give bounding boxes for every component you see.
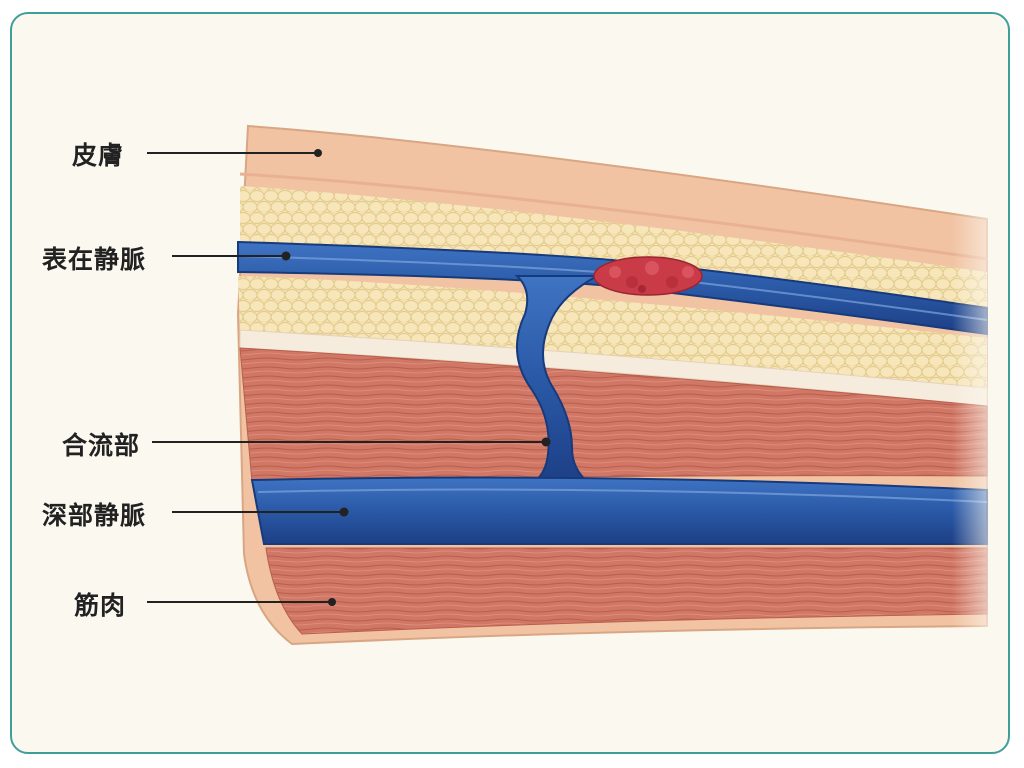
label-muscle: 筋肉	[74, 591, 127, 620]
muscle-layer-lower	[265, 547, 988, 635]
muscle-marker-dot	[328, 598, 336, 606]
fat-layer-lower	[238, 276, 987, 388]
label-junction: 合流部	[62, 431, 141, 460]
superficial-vein-marker-dot	[281, 251, 291, 261]
fat-layer-upper	[240, 186, 987, 306]
junction-marker-dot	[541, 437, 551, 447]
diagram-frame: 皮膚 表在静脈 合流部 深部静脈 筋肉	[10, 12, 1010, 754]
blood-clot-icon	[593, 256, 703, 296]
skin-marker-dot	[314, 149, 322, 157]
leg-cross-section	[147, 124, 1008, 674]
label-skin: 皮膚	[72, 141, 125, 170]
label-superficial-vein: 表在静脈	[42, 245, 147, 274]
label-deep-vein: 深部静脈	[42, 501, 147, 530]
deep-vein-marker-dot	[339, 507, 349, 517]
deep-vein	[250, 476, 988, 546]
